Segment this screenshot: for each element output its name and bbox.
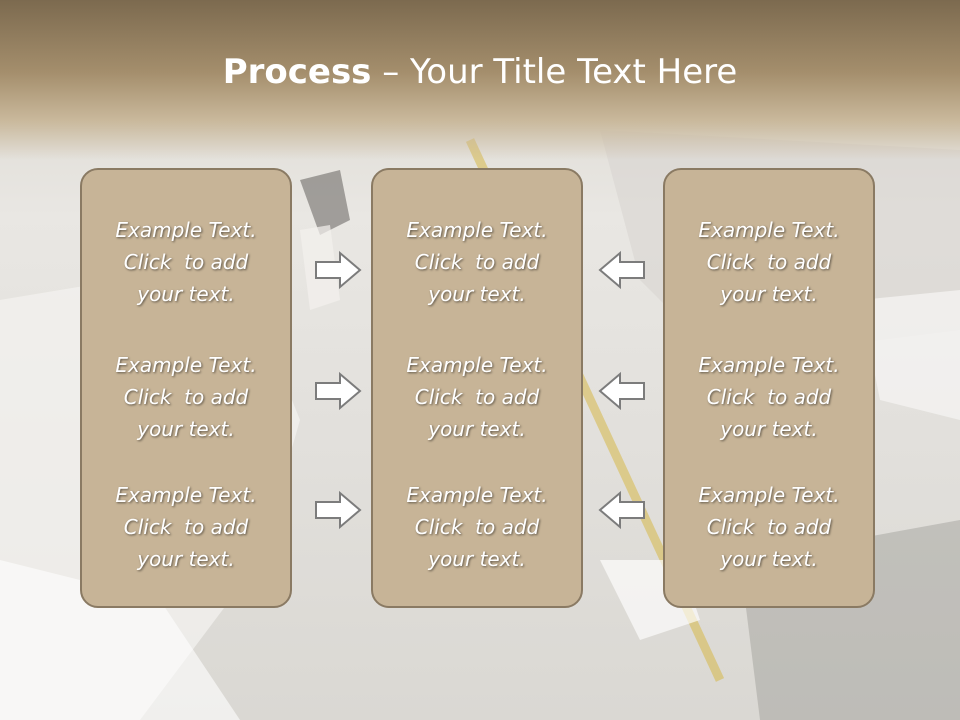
text-line: Click to add (414, 250, 540, 274)
text-line: Example Text. (115, 218, 257, 242)
text-line: Click to add (414, 385, 540, 409)
title-bold-part: Process (222, 52, 372, 92)
right-arrow-icon (315, 250, 362, 290)
text-line: Click to add (123, 385, 249, 409)
text-line: Click to add (706, 250, 832, 274)
text-line: your text. (720, 547, 818, 571)
panel-text-block[interactable]: Example Text. Click to add your text. (665, 214, 873, 310)
text-line: your text. (720, 417, 818, 441)
panel-text-block[interactable]: Example Text. Click to add your text. (82, 214, 290, 310)
right-arrow-icon (315, 490, 362, 530)
process-panel-left[interactable]: Example Text. Click to add your text. Ex… (80, 168, 292, 608)
text-line: your text. (428, 417, 526, 441)
left-arrow-icon (598, 371, 645, 411)
right-arrow-icon (315, 371, 362, 411)
text-line: Click to add (706, 385, 832, 409)
panel-text-block[interactable]: Example Text. Click to add your text. (373, 349, 581, 445)
panel-text-block[interactable]: Example Text. Click to add your text. (373, 479, 581, 575)
text-line: Click to add (123, 515, 249, 539)
panel-text-block[interactable]: Example Text. Click to add your text. (82, 349, 290, 445)
text-line: your text. (428, 547, 526, 571)
text-line: Example Text. (698, 483, 840, 507)
text-line: your text. (137, 282, 235, 306)
text-line: your text. (428, 282, 526, 306)
panel-text-block[interactable]: Example Text. Click to add your text. (82, 479, 290, 575)
text-line: your text. (720, 282, 818, 306)
panel-text-block[interactable]: Example Text. Click to add your text. (373, 214, 581, 310)
left-arrow-icon (598, 490, 645, 530)
text-line: Example Text. (406, 353, 548, 377)
panel-text-block[interactable]: Example Text. Click to add your text. (665, 479, 873, 575)
process-panel-right[interactable]: Example Text. Click to add your text. Ex… (663, 168, 875, 608)
title-rest-part: – Your Title Text Here (371, 52, 738, 92)
text-line: Example Text. (115, 483, 257, 507)
text-line: Example Text. (406, 483, 548, 507)
text-line: Example Text. (115, 353, 257, 377)
panel-text-block[interactable]: Example Text. Click to add your text. (665, 349, 873, 445)
slide-title[interactable]: Process – Your Title Text Here (0, 52, 960, 92)
left-arrow-icon (598, 250, 645, 290)
text-line: Example Text. (406, 218, 548, 242)
text-line: Example Text. (698, 218, 840, 242)
text-line: Click to add (123, 250, 249, 274)
text-line: Click to add (414, 515, 540, 539)
text-line: Example Text. (698, 353, 840, 377)
title-band (0, 0, 960, 160)
text-line: Click to add (706, 515, 832, 539)
process-panel-center[interactable]: Example Text. Click to add your text. Ex… (371, 168, 583, 608)
text-line: your text. (137, 417, 235, 441)
text-line: your text. (137, 547, 235, 571)
